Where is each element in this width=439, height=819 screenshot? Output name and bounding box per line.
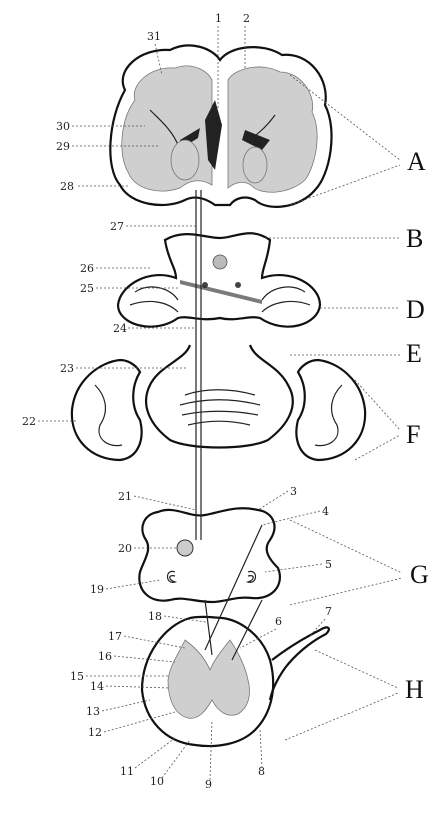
label-17: 17 [108, 630, 122, 643]
label-1: 1 [215, 12, 222, 25]
label-28: 28 [60, 180, 74, 193]
region-label-d: D [406, 295, 425, 324]
label-15: 15 [70, 670, 84, 683]
label-27: 27 [110, 220, 124, 233]
region-label-a: A [407, 147, 426, 176]
label-11: 11 [120, 765, 134, 778]
label-20: 20 [118, 542, 132, 555]
cerebrum-section [110, 45, 331, 235]
label-13: 13 [86, 705, 100, 718]
region-label-h: H [405, 675, 424, 704]
label-21: 21 [118, 490, 132, 503]
label-31: 31 [147, 30, 161, 43]
label-25: 25 [80, 282, 94, 295]
spinal-cord-section [142, 600, 329, 746]
label-10: 10 [150, 775, 164, 788]
pons-section [72, 330, 365, 500]
medulla-section [139, 500, 280, 650]
label-8: 8 [258, 765, 265, 778]
midbrain-section [118, 233, 320, 330]
region-label-f: F [406, 420, 420, 449]
label-7: 7 [325, 605, 332, 618]
label-18: 18 [148, 610, 162, 623]
label-4: 4 [322, 505, 329, 518]
region-label-g: G [410, 560, 429, 589]
cerebellum-left [72, 360, 142, 460]
region-label-e: E [406, 339, 422, 368]
label-30: 30 [56, 120, 70, 133]
label-9: 9 [205, 778, 212, 791]
label-12: 12 [88, 726, 102, 739]
label-3: 3 [290, 485, 297, 498]
label-19: 19 [90, 583, 104, 596]
label-5: 5 [325, 558, 332, 571]
label-22: 22 [22, 415, 36, 428]
cerebellum-right [296, 360, 365, 460]
label-24: 24 [113, 322, 127, 335]
label-2: 2 [243, 12, 250, 25]
label-6: 6 [275, 615, 282, 628]
label-16: 16 [98, 650, 112, 663]
region-label-b: B [406, 224, 423, 253]
label-29: 29 [56, 140, 70, 153]
label-26: 26 [80, 262, 94, 275]
label-14: 14 [90, 680, 104, 693]
label-23: 23 [60, 362, 74, 375]
